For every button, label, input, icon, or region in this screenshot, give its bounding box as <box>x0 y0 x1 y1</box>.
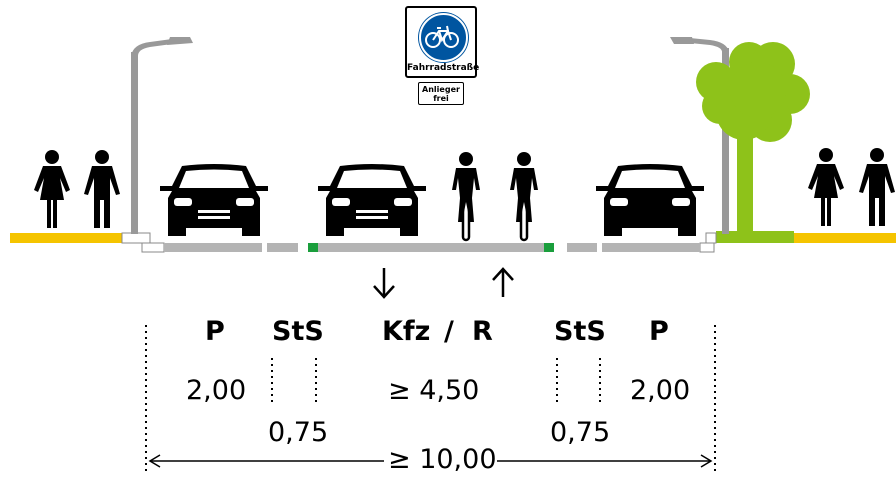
pedestrian-man-right-icon <box>859 148 895 226</box>
tree-icon <box>696 42 810 232</box>
cyclist-left-icon <box>452 152 480 242</box>
dimension-guides <box>145 325 716 472</box>
sign-circle <box>419 13 468 62</box>
sidewalk-right <box>792 233 896 243</box>
supplementary-sign: Anlieger frei <box>418 82 464 105</box>
curb-left <box>121 232 165 253</box>
dimension-parking-left: 2,00 <box>186 375 247 406</box>
bicycle-street-sign: Fahrradstraße <box>405 6 480 78</box>
arrow-down-icon <box>373 268 395 299</box>
zone-label-slash: / <box>444 316 454 347</box>
dimension-kfz: ≥ 4,50 <box>388 375 480 406</box>
sub-sign-line1: Anlieger <box>422 85 460 94</box>
pedestrian-woman-right-icon <box>808 148 844 226</box>
green-strip-right <box>716 231 794 243</box>
zone-label-sts-left: StS <box>272 316 324 347</box>
sign-text: Fahrradstraße <box>407 63 480 73</box>
bicycle-icon <box>425 25 459 48</box>
sub-sign-line2: frei <box>433 94 449 103</box>
lane-marker-right <box>544 243 554 252</box>
parked-car-left-icon <box>160 164 268 236</box>
parked-car-right-icon <box>596 164 704 236</box>
zone-label-r: R <box>472 316 493 347</box>
zone-label-sts-right: StS <box>554 316 606 347</box>
pedestrian-woman-left-icon <box>34 150 70 228</box>
arrow-up-icon <box>492 267 514 297</box>
zone-label-parking-right: P <box>649 316 669 347</box>
zone-label-kfz: Kfz <box>382 316 431 347</box>
dimension-sts-right: 0,75 <box>550 417 611 448</box>
cyclist-right-icon <box>510 152 538 242</box>
dimension-sts-left: 0,75 <box>268 417 329 448</box>
road-surface <box>164 243 700 252</box>
street-lamp-right-icon <box>670 37 729 234</box>
street-lamp-left-icon <box>131 37 193 234</box>
pedestrian-man-left-icon <box>84 150 120 228</box>
lane-marker-left <box>308 243 318 252</box>
curb-right <box>699 232 717 253</box>
dimension-parking-right: 2,00 <box>630 375 691 406</box>
zone-label-parking-left: P <box>205 316 225 347</box>
moving-car-icon <box>318 164 426 236</box>
total-width-arrow <box>148 454 713 468</box>
sidewalk-left <box>10 233 122 243</box>
dimension-total: ≥ 10,00 <box>388 444 497 475</box>
